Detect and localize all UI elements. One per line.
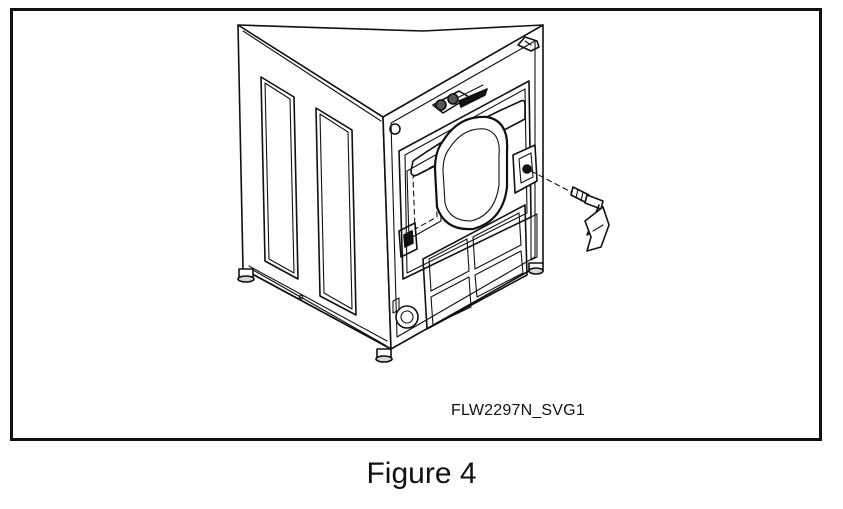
figure-frame: FLW2297N_SVG1 [10,8,822,441]
water-inlet-valves [432,84,488,114]
figure-caption: Figure 4 [366,457,477,490]
washer-rear-view-illustration [237,24,610,363]
leveling-feet [237,262,544,363]
cabinet-side-panel [237,24,392,350]
power-cord-assembly [530,170,610,252]
figure-code-label: FLW2297N_SVG1 [451,402,585,419]
port-bracket [512,144,538,194]
access-cover [433,115,509,231]
